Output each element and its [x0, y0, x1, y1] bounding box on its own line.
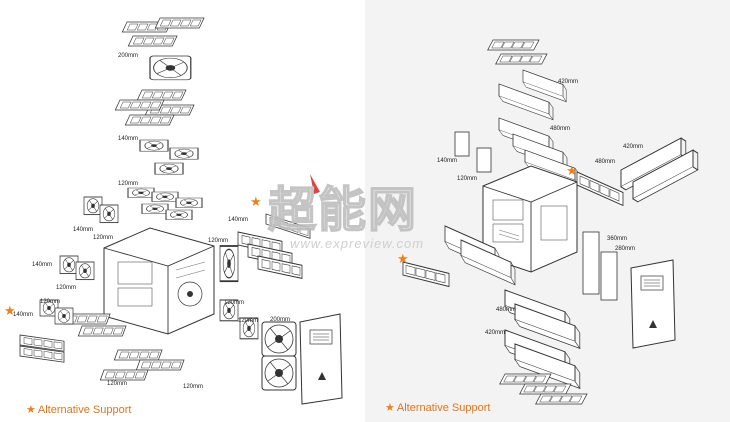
right-panel: 420mm 480mm 140mm 120mm 480mm 420mm 360m… [365, 0, 730, 422]
label-140mm: 140mm [118, 136, 139, 142]
legend-label: Alternative Support [396, 402, 491, 414]
label-200mm: 200mm [270, 317, 291, 323]
side-panel-door [299, 313, 343, 405]
label-140mm: 140mm [437, 158, 458, 164]
label-120mm: 120mm [238, 318, 259, 324]
label-120mm: 120mm [118, 181, 139, 187]
watermark-text: 超能网 [268, 182, 418, 238]
label-120mm: 120mm [40, 299, 61, 305]
legend: ★ Alternative Support [26, 403, 132, 417]
label-420mm: 420mm [623, 144, 644, 150]
alternative-support-star-icon: ★ [250, 195, 262, 210]
alternative-support-star-icon: ★ [397, 252, 409, 267]
label-120mm: 120mm [56, 285, 77, 291]
280mm-radiator [600, 251, 618, 301]
label-420mm: 420mm [485, 330, 506, 336]
case-chassis [103, 227, 215, 335]
label-280mm: 280mm [615, 246, 636, 252]
top-200mm-fan [149, 55, 192, 81]
label-480mm: 480mm [496, 307, 517, 313]
120mm-radiator [476, 147, 492, 173]
label-480mm: 480mm [595, 159, 616, 165]
legend-star-icon: ★ [26, 403, 36, 416]
label-140mm: 140mm [228, 217, 249, 223]
watermark: 超能网 [258, 160, 478, 260]
label-140mm: 140mm [73, 227, 94, 233]
label-120mm: 120mm [224, 300, 245, 306]
alternative-support-star-icon: ★ [4, 304, 16, 319]
left-exploded-view [19, 17, 343, 405]
360mm-radiator [582, 231, 600, 295]
label-120mm: 120mm [93, 235, 114, 241]
label-140mm: 140mm [32, 262, 53, 268]
140mm-radiator [454, 131, 470, 157]
label-120mm: 120mm [208, 238, 229, 244]
label-120mm: 120mm [183, 384, 204, 390]
label-140mm: 140mm [13, 312, 34, 318]
label-480mm: 480mm [550, 126, 571, 132]
watermark-url: www.expreview.com [290, 236, 425, 251]
top-frames-group [121, 17, 205, 47]
watermark-logo: 超能网 [267, 174, 418, 239]
label-200mm: 200mm [118, 53, 139, 59]
legend-label: Alternative Support [37, 404, 132, 416]
right-exploded-view [402, 39, 699, 405]
label-360mm: 360mm [607, 236, 628, 242]
label-420mm: 420mm [558, 79, 579, 85]
label-120mm: 120mm [457, 176, 478, 182]
alternative-support-star-icon: ★ [566, 164, 578, 179]
side-panel-door [630, 259, 676, 349]
legend: ★ Alternative Support [385, 401, 491, 415]
legend-star-icon: ★ [385, 401, 395, 414]
left-panel: 200mm 140mm 120mm 140mm 120mm 140mm 120m… [4, 17, 343, 417]
label-120mm: 120mm [107, 381, 128, 387]
